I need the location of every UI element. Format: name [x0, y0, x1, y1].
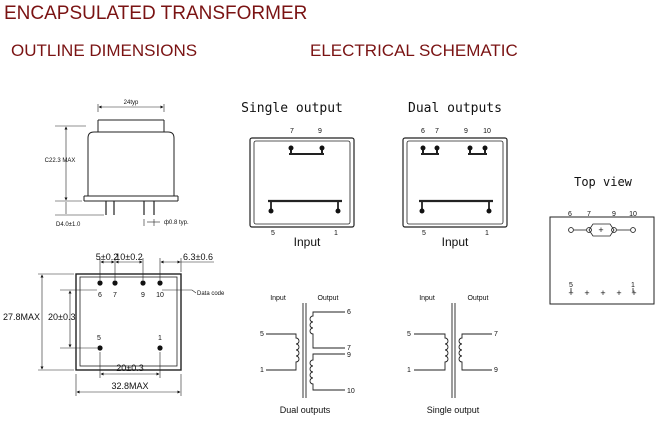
dual-pin-label-10: 10: [483, 128, 491, 135]
bottom-pin-9: [140, 280, 146, 286]
top-view-pin-label-1: 1: [631, 282, 635, 289]
top-view-pin-label-9: 9: [612, 211, 616, 218]
dual-pin-label-5: 5: [422, 230, 426, 237]
top-view-pin-label-5: 5: [569, 282, 573, 289]
single-output-box: [249, 137, 355, 228]
single-pin-5: [268, 208, 274, 214]
top-view-pin-label-6: 6: [568, 211, 572, 218]
side-height-label: C22.3 MAX: [45, 158, 76, 164]
single-pin-label-1: 1: [334, 230, 338, 237]
side-width-label: 24typ: [124, 100, 139, 106]
dual-pin-label-6: 6: [421, 128, 425, 135]
dual-winding-output-label: Output: [317, 295, 338, 302]
side-pin-diameter-label: ф0.8 typ.: [164, 220, 189, 226]
secondary-coil-2: [309, 353, 345, 391]
secondary-coil: [458, 333, 492, 371]
top-view-plus-symbol: +: [598, 225, 603, 235]
side-pins: [105, 201, 155, 215]
dual-pin-1: [486, 208, 492, 214]
height-max-label: 27.8MAX: [3, 312, 40, 322]
single-winding-schematic: [414, 303, 492, 398]
primary-coil: [414, 333, 449, 371]
dim-10-label: 10±0.2: [115, 252, 142, 262]
single-output-title: Single output: [241, 101, 343, 116]
dual-winding-pin-10: 10: [347, 388, 355, 395]
dual-pin-10: [482, 145, 488, 151]
top-view-box: [549, 216, 655, 305]
side-body-outline: [87, 131, 175, 196]
single-pin-label-7: 7: [290, 128, 294, 135]
single-winding-pin-7: 7: [494, 331, 498, 338]
top-view-plus-symbol: +: [584, 288, 589, 298]
top-view-plus-symbol: +: [616, 288, 621, 298]
single-winding-pin-1: 1: [407, 367, 411, 374]
dual-pin-9: [467, 145, 473, 151]
outline-dimensions-heading: OUTLINE DIMENSIONS: [11, 41, 198, 60]
dual-winding-pin-1: 1: [260, 367, 264, 374]
single-pin-7: [288, 145, 294, 151]
single-winding-output-label: Output: [467, 295, 488, 302]
bottom-body-inner: [79, 276, 178, 367]
single-winding-pin-5: 5: [407, 331, 411, 338]
dual-winding-pin-9: 9: [347, 352, 351, 359]
single-pin-label-5: 5: [271, 230, 275, 237]
single-pin-1: [335, 208, 341, 214]
dual-winding-pin-7: 7: [347, 345, 351, 352]
dual-winding-pin-5: 5: [260, 331, 264, 338]
dim-6-3-label: 6.3±0.6: [183, 252, 213, 262]
bottom-pin-label-1: 1: [158, 335, 162, 342]
top-view-title: Top view: [574, 175, 633, 189]
side-pin-length-label: D4.0±1.0: [56, 222, 81, 228]
secondary-coil-1: [309, 311, 345, 349]
bottom-pin-7: [112, 280, 118, 286]
bottom-pin-label-9: 9: [141, 292, 145, 299]
dual-pin-7: [434, 145, 440, 151]
bottom-view-pins: [97, 280, 163, 351]
bottom-pin-1: [157, 345, 163, 351]
dual-winding-pin-6: 6: [347, 309, 351, 316]
dual-pin-6: [420, 145, 426, 151]
single-winding-pin-9: 9: [494, 367, 498, 374]
bottom-pin-5: [97, 345, 103, 351]
bottom-pin-10: [157, 280, 163, 286]
page-title: ENCAPSULATED TRANSFORMER: [4, 3, 308, 24]
bottom-pin-label-6: 6: [98, 292, 102, 299]
top-view-plus-symbol: +: [568, 288, 573, 298]
top-view-plus-symbol: +: [631, 288, 636, 298]
dual-pin-5: [419, 208, 425, 214]
dim-5-label: 5±0.2: [96, 252, 118, 262]
bottom-body-outer: [75, 273, 182, 371]
width-pitch-label: 20±0.3: [116, 363, 143, 373]
dual-output-box: [402, 137, 508, 228]
dual-winding-input-label: Input: [270, 295, 286, 302]
height-pitch-label: 20±0.3: [48, 312, 75, 322]
single-pin-9: [319, 145, 325, 151]
bottom-pin-label-5: 5: [97, 335, 101, 342]
single-pin-label-9: 9: [318, 128, 322, 135]
single-input-label: Input: [294, 235, 321, 249]
single-winding-input-label: Input: [419, 295, 435, 302]
electrical-schematic-heading: ELECTRICAL SCHEMATIC: [310, 41, 518, 60]
side-view-drawing: [55, 104, 179, 226]
dual-winding-schematic: [266, 303, 345, 398]
dual-output-title: Dual outputs: [408, 101, 502, 116]
single-winding-caption: Single output: [427, 405, 480, 415]
dual-pin-label-9: 9: [464, 128, 468, 135]
dual-winding-caption: Dual outputs: [280, 405, 331, 415]
dual-pin-label-7: 7: [435, 128, 439, 135]
top-view-plus-symbol: +: [600, 288, 605, 298]
top-view-pin-label-7: 7: [587, 211, 591, 218]
bottom-pin-label-10: 10: [156, 292, 164, 299]
bottom-pin-label-7: 7: [113, 292, 117, 299]
top-view-pin-label-10: 10: [629, 211, 637, 218]
dual-pin-label-1: 1: [485, 230, 489, 237]
primary-coil: [266, 333, 300, 371]
bottom-pin-6: [97, 280, 103, 286]
bottom-view-drawing: [38, 258, 214, 396]
width-max-label: 32.8MAX: [111, 381, 148, 391]
dual-input-label: Input: [442, 235, 469, 249]
date-code-label: Data code: [197, 291, 225, 297]
